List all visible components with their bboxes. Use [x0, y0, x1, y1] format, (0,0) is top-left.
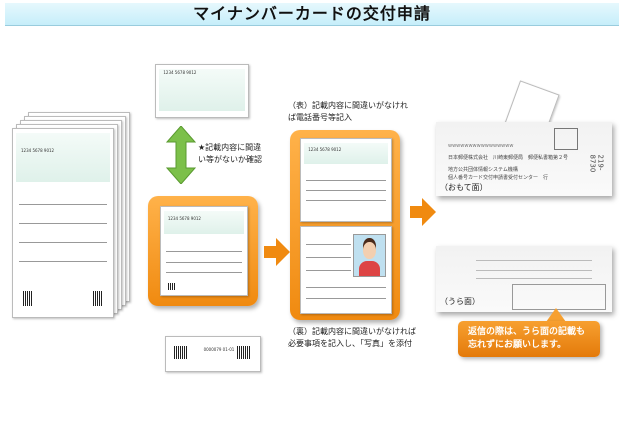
form-bottom-slip: 0000079 01-01	[165, 336, 261, 372]
arrow-right-icon	[410, 198, 436, 226]
arrow-right-icon	[264, 238, 290, 266]
double-arrow-icon	[166, 126, 196, 184]
form-top-section: 1234 5678 9012	[155, 64, 249, 118]
confirm-note: ★記載内容に間違い等がないか確認	[198, 143, 262, 164]
form-check-box: 1234 5678 9012	[148, 196, 258, 306]
form-fill-box: 1234 5678 9012	[290, 130, 400, 320]
callout-reminder: 返信の際は、うら面の記載も忘れずにお願いします。	[458, 321, 600, 357]
front-note: （表）記載内容に間違いがなければ電話番号等記入	[288, 101, 408, 122]
photo	[353, 233, 386, 278]
callout-pointer	[546, 308, 566, 322]
envelope-back: （うら面）	[436, 246, 612, 312]
envelope-front: wwwwwwwwwwwwwwww 日本郵便株式会社 川崎東郵便局 郵便私書箱第２…	[436, 122, 612, 196]
back-note: （裏）記載内容に間違いがなければ必要事項を記入し、「写真」を添付	[288, 327, 416, 348]
application-form-stack: 1234 5678 9012	[12, 112, 130, 318]
application-form: 1234 5678 9012	[12, 128, 114, 318]
page-title: マイナンバーカードの交付申請	[5, 3, 619, 26]
